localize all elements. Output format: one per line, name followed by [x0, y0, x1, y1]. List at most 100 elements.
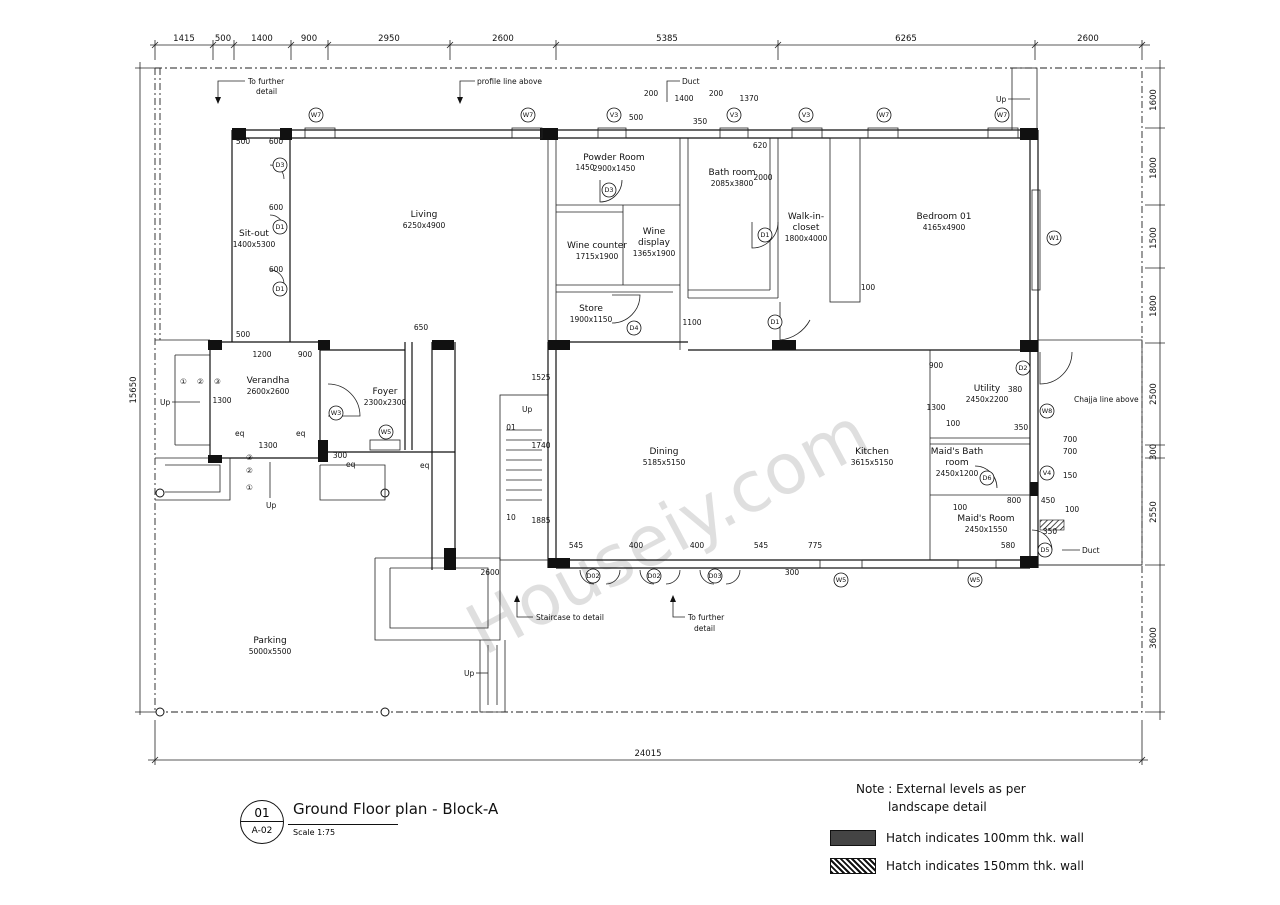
svg-text:W5: W5 — [970, 576, 981, 584]
columns — [208, 128, 1065, 570]
svg-text:100: 100 — [953, 503, 968, 512]
title-bubble: 01 A-02 — [240, 800, 284, 844]
tag-door: D1 — [272, 281, 288, 297]
tag-window: W5 — [833, 572, 849, 588]
tag-window: W5 — [378, 424, 394, 440]
callouts: To further detail profile line above Duc… — [160, 77, 1139, 678]
walls — [155, 67, 1143, 713]
svg-text:700: 700 — [1063, 447, 1078, 456]
svg-text:W5: W5 — [836, 576, 847, 584]
watermark: Houseiy.com — [453, 391, 882, 671]
svg-text:1300: 1300 — [212, 396, 231, 405]
svg-text:545: 545 — [754, 541, 769, 550]
svg-text:D1: D1 — [760, 231, 769, 239]
svg-text:W3: W3 — [331, 409, 342, 417]
room-maid-name: Maid's Room — [957, 514, 1014, 524]
callout-further-detail-1: To further — [247, 77, 285, 86]
room-maid-size: 2450x1550 — [965, 525, 1008, 534]
svg-text:100: 100 — [861, 283, 876, 292]
room-wine-counter-size: 1715x1900 — [576, 252, 619, 261]
drawing-title: Ground Floor plan - Block-A — [293, 800, 499, 818]
room-verandha-size: 2600x2600 — [247, 387, 290, 396]
svg-text:V3: V3 — [802, 111, 811, 119]
svg-text:V3: V3 — [730, 111, 739, 119]
dim-top-4: 900 — [301, 34, 317, 44]
svg-text:200: 200 — [709, 89, 724, 98]
svg-text:W1: W1 — [1049, 234, 1060, 242]
svg-text:1370: 1370 — [739, 94, 758, 103]
label-eq-4: eq — [420, 461, 430, 470]
svg-text:1450: 1450 — [575, 163, 594, 172]
tag-door: D1 — [767, 314, 783, 330]
room-powder-name: Powder Room — [583, 153, 644, 163]
svg-text:1300: 1300 — [258, 441, 277, 450]
svg-text:01: 01 — [506, 423, 516, 432]
room-utility-size: 2450x2200 — [966, 395, 1009, 404]
callout-duct-right: Duct — [1082, 546, 1100, 555]
top-windows — [304, 127, 1019, 569]
svg-text:D1: D1 — [770, 318, 779, 326]
room-maidbath-name2: room — [945, 458, 968, 468]
tag-window: W7 — [876, 107, 892, 123]
tags: W7 W7 V3 V3 V3 W7 W7 W1 D3 D1 D1 D1 D3 D… — [272, 107, 1062, 588]
svg-text:350: 350 — [1014, 423, 1029, 432]
room-sitout-name: Sit-out — [239, 229, 269, 239]
dim-right-2: 1800 — [1149, 157, 1159, 179]
svg-text:1525: 1525 — [531, 373, 550, 382]
step-2: ② — [197, 377, 204, 386]
legend-hatch: Hatch indicates 150mm thk. wall — [830, 858, 1150, 876]
dim-top-1: 1415 — [173, 34, 195, 44]
note-line-2: landscape detail — [888, 800, 987, 814]
top-dimension-chain: 1415 500 1400 900 2950 2600 5385 6265 26… — [150, 34, 1150, 60]
room-store-name: Store — [579, 304, 603, 314]
legend-hatch-swatch — [830, 858, 876, 874]
step-3: ③ — [214, 377, 221, 386]
tag-door: D2 — [1015, 360, 1031, 376]
overall-dimensions: 15650 24015 — [129, 62, 1148, 765]
svg-text:300: 300 — [785, 568, 800, 577]
room-maidbath-size: 2450x1200 — [936, 469, 979, 478]
dim-bottom-overall: 24015 — [634, 749, 661, 759]
svg-text:D3: D3 — [604, 186, 613, 194]
room-bedroom-name: Bedroom 01 — [916, 212, 971, 222]
room-verandha-name: Verandha — [247, 376, 290, 386]
tag-door: D03 — [707, 568, 723, 584]
doors — [269, 164, 1073, 585]
tag-window: W5 — [967, 572, 983, 588]
room-utility-name: Utility — [974, 384, 1001, 394]
legend-solid: Hatch indicates 100mm thk. wall — [830, 830, 1150, 848]
tag-door: D02 — [646, 568, 662, 584]
tag-vent: V3 — [798, 107, 814, 123]
dim-top-2: 500 — [215, 34, 231, 44]
svg-text:V4: V4 — [1043, 469, 1052, 477]
svg-text:580: 580 — [1001, 541, 1016, 550]
svg-text:400: 400 — [690, 541, 705, 550]
room-foyer-name: Foyer — [373, 387, 398, 397]
tag-door: D4 — [626, 320, 642, 336]
tag-window: W7 — [994, 107, 1010, 123]
room-living-name: Living — [411, 210, 438, 220]
dim-right-7: 2550 — [1149, 501, 1159, 523]
label-eq-2: eq — [296, 429, 306, 438]
svg-text:W7: W7 — [879, 111, 890, 119]
room-closet-name2: closet — [793, 223, 820, 233]
room-bath-size: 2085x3800 — [711, 179, 754, 188]
callout-duct-top: Duct — [682, 77, 700, 86]
svg-text:600: 600 — [269, 265, 284, 274]
legend-solid-label: Hatch indicates 100mm thk. wall — [886, 831, 1084, 845]
tag-window: W3 — [328, 405, 344, 421]
legend-hatch-label: Hatch indicates 150mm thk. wall — [886, 859, 1084, 873]
callout-chajja: Chajja line above — [1074, 395, 1139, 404]
label-up-3: Up — [266, 501, 276, 510]
dim-right-5: 2500 — [1149, 383, 1159, 405]
room-kitchen-size: 3615x5150 — [851, 458, 894, 467]
svg-text:650: 650 — [414, 323, 429, 332]
inner-dimensions: 500 600 600 600 500 1200 900 650 1300 13… — [212, 89, 1079, 577]
tag-window: W7 — [520, 107, 536, 123]
room-wine-display-name2: display — [638, 238, 671, 248]
callout-further-detail-2: detail — [256, 87, 277, 96]
room-dining-name: Dining — [649, 447, 678, 457]
svg-text:D4: D4 — [629, 324, 638, 332]
room-foyer-size: 2300x2300 — [364, 398, 407, 407]
